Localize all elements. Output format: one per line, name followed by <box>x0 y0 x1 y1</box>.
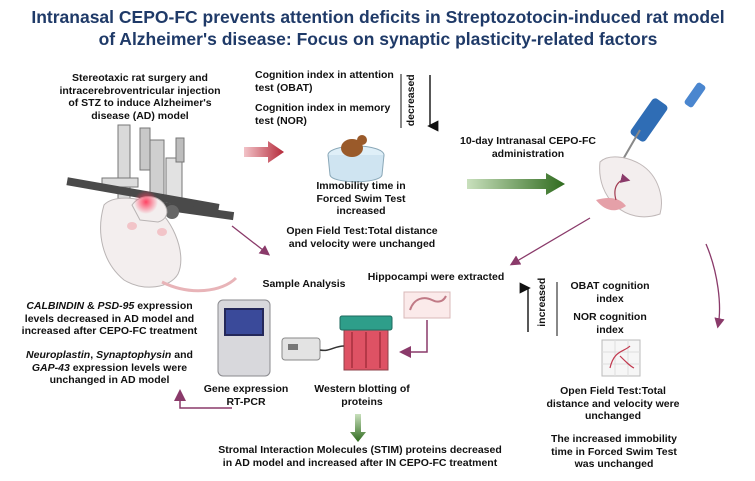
gene-expression-line-2: RT-PCR <box>226 395 266 408</box>
neuroplastin-gene: Neuroplastin <box>26 349 91 361</box>
decreased-item-2-line-2: test (NOR) <box>255 114 307 127</box>
stim-label: Stromal Interaction Molecules (STIM) pro… <box>200 444 520 469</box>
treatment-label: 10-day Intranasal CEPO-FC administration <box>438 135 618 160</box>
title-line-1: Intranasal CEPO-FC prevents attention de… <box>31 7 725 27</box>
purple-arrow-to-pcr <box>174 389 232 409</box>
purple-arrow-to-open-field <box>705 243 725 329</box>
decreased-item-2-line-1: Cognition index in memory <box>255 102 391 114</box>
surgery-line-4: disease (AD) model <box>91 109 189 122</box>
immobility-2-line-2: time in Forced Swim Test <box>551 445 677 458</box>
decreased-items: Cognition index in attention test (OBAT)… <box>255 69 400 127</box>
calbindin-rest: expression <box>134 300 193 312</box>
immobility-2-line-3: was unchanged <box>574 458 654 470</box>
gap43-gene: GAP-43 <box>31 361 70 374</box>
neuroplastin-line-2: GAP-43 expression levels were <box>2 362 217 375</box>
purple-arrow-to-analysis <box>231 225 271 256</box>
psd95-gene: PSD-95 <box>97 300 135 312</box>
increased-label: increased <box>535 277 548 327</box>
surgery-line-1: Stereotaxic rat surgery and <box>72 72 208 84</box>
immobility-2-line-1: The increased immobility <box>550 433 678 445</box>
open-field-label-1: Open Field Test:Total distance and veloc… <box>274 225 450 250</box>
open-field-1-line-2: and velocity were unchanged <box>288 237 436 250</box>
surgery-label: Stereotaxic rat surgery and intracerebro… <box>40 72 240 122</box>
surgery-line-3: of STZ to induce Alzheimer's <box>68 97 212 109</box>
calbindin-label: CALBINDIN & PSD-95 expression levels dec… <box>2 300 217 338</box>
calbindin-line-3: increased after CEPO-FC treatment <box>21 325 198 337</box>
calbindin-line-1: CALBINDIN & PSD-95 expression <box>2 300 217 313</box>
neuroplastin-line-3: unchanged in AD model <box>49 374 170 386</box>
neuroplastin-and: and <box>171 349 193 361</box>
western-blot-icon <box>281 315 393 371</box>
immobility-line-2: Forced Swim Test <box>316 192 406 205</box>
hippocampus-icon <box>403 291 451 319</box>
gene-expression-line-1: Gene expression <box>203 383 289 395</box>
surgery-line-2: intracerebroventricular injection <box>59 84 221 97</box>
western-line-1: Western blotting of <box>314 383 410 395</box>
pcr-machine-icon <box>217 299 271 377</box>
open-field-label-2: Open Field Test:Total distance and veloc… <box>538 385 688 423</box>
open-field-2-line-1: Open Field Test:Total <box>560 385 666 397</box>
treatment-line-2: administration <box>491 147 565 160</box>
neuroplastin-rest: expression levels were <box>69 361 188 374</box>
open-field-1-line-1: Open Field Test:Total distance <box>286 225 438 237</box>
stim-line-1: Stromal Interaction Molecules (STIM) pro… <box>218 444 502 456</box>
open-field-2-line-2: distance and velocity were <box>546 397 680 410</box>
increased-item-2-line-1: NOR cognition <box>573 311 647 323</box>
pipette-icon <box>617 82 706 169</box>
green-down-arrow <box>350 414 366 442</box>
green-arrow <box>467 173 565 195</box>
immobility-label: Immobility time in Forced Swim Test incr… <box>296 180 426 218</box>
purple-arrow-to-hippocampi <box>509 217 591 266</box>
immobility-line-1: Immobility time in <box>316 180 406 192</box>
decreased-item-1-line-2: test (OBAT) <box>255 81 313 94</box>
decreased-item-1-line-1: Cognition index in attention <box>255 69 394 81</box>
neuroplastin-line-1: Neuroplastin, Synaptophysin and <box>2 349 217 362</box>
gene-expression-label: Gene expression RT-PCR <box>196 383 296 408</box>
title-line-2: of Alzheimer's disease: Focus on synapti… <box>98 29 658 49</box>
hippocampi-label: Hippocampi were extracted <box>367 271 505 283</box>
diagram-title: Intranasal CEPO-FC prevents attention de… <box>8 6 748 50</box>
increased-item-2-line-2: index <box>596 323 624 336</box>
open-field-icon <box>601 339 641 377</box>
calbindin-line-2: levels decreased in AD model and <box>24 312 195 325</box>
western-line-2: proteins <box>341 395 383 408</box>
immobility-label-2: The increased immobility time in Forced … <box>536 433 692 471</box>
rat-nose-illustration <box>596 156 662 218</box>
decreased-label: decreased <box>404 74 417 127</box>
neuroplastin-sep: , <box>90 349 97 361</box>
sample-analysis-label: Sample Analysis <box>262 278 346 290</box>
swim-test-icon <box>327 135 385 183</box>
stereotaxic-rat-illustration <box>66 124 238 293</box>
synaptophysin-gene: Synaptophysin <box>96 349 172 361</box>
increased-items: OBAT cognition index NOR cognition index <box>560 280 660 336</box>
calbindin-amp: & <box>84 300 98 312</box>
purple-arrow-to-western <box>399 320 428 358</box>
immobility-line-3: increased <box>336 205 386 217</box>
neuroplastin-label: Neuroplastin, Synaptophysin and GAP-43 e… <box>2 349 217 387</box>
increased-item-1-line-2: index <box>596 292 624 305</box>
increased-item-1-line-1: OBAT cognition <box>570 280 650 292</box>
calbindin-gene: CALBINDIN <box>26 300 85 312</box>
treatment-line-1: 10-day Intranasal CEPO-FC <box>460 135 596 147</box>
western-label: Western blotting of proteins <box>302 383 422 408</box>
open-field-2-line-3: unchanged <box>584 410 641 422</box>
red-arrow <box>244 141 284 163</box>
stim-line-2: in AD model and increased after IN CEPO-… <box>222 456 498 469</box>
